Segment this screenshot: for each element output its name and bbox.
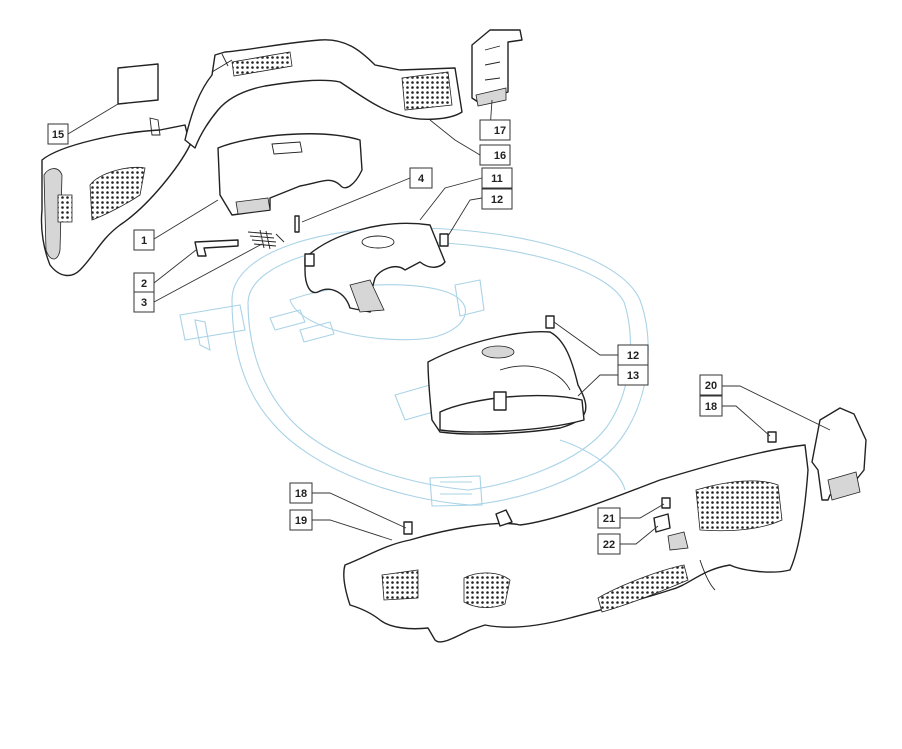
- callout-12-lower: 12: [617, 344, 649, 366]
- part-12-screw-lower: [545, 315, 555, 329]
- callout-17: 17: [479, 119, 511, 141]
- part-3-spring: [247, 229, 285, 250]
- callout-15: 15: [47, 123, 69, 145]
- svg-text:18: 18: [295, 488, 307, 500]
- part-19-front-housing: [343, 444, 809, 643]
- svg-text:21: 21: [603, 513, 615, 525]
- svg-text:19: 19: [295, 515, 307, 527]
- callout-4: 4: [409, 167, 433, 189]
- callout-1: 1: [133, 229, 155, 251]
- leader-lines: [67, 99, 831, 545]
- part-21-screw: [661, 497, 671, 509]
- part-15-rear-left-housing: [40, 117, 191, 277]
- callout-19: 19: [289, 509, 313, 531]
- svg-text:16: 16: [494, 150, 506, 162]
- part-18-screw-right: [767, 431, 777, 443]
- part-22-nut: [653, 513, 671, 533]
- svg-text:17: 17: [494, 125, 506, 137]
- callout-2: 2: [133, 272, 155, 294]
- callout-16: 16: [479, 144, 511, 166]
- svg-text:4: 4: [418, 173, 425, 185]
- part-13-motor-cover: [427, 331, 587, 435]
- part-17-bracket: [471, 29, 523, 107]
- callout-11: 11: [481, 167, 513, 189]
- part-12-screw-upper: [304, 233, 449, 267]
- part-1-flap: [217, 133, 363, 216]
- callout-20: 20: [699, 374, 723, 396]
- callout-22: 22: [597, 533, 621, 555]
- svg-text:11: 11: [491, 173, 503, 185]
- svg-text:12: 12: [491, 194, 503, 206]
- callout-12-upper: 12: [481, 188, 513, 210]
- callout-13: 13: [617, 364, 649, 386]
- part-15-flat-label: [117, 63, 159, 105]
- svg-text:15: 15: [52, 129, 64, 141]
- mower-deck-outline: [179, 227, 649, 507]
- part-18-screw-left: [403, 521, 413, 535]
- callout-18-left: 18: [289, 482, 313, 504]
- svg-text:22: 22: [603, 539, 615, 551]
- svg-text:18: 18: [705, 401, 717, 413]
- svg-text:1: 1: [141, 235, 147, 247]
- part-20-side-clip: [811, 407, 867, 501]
- svg-text:12: 12: [627, 350, 639, 362]
- callout-18-right: 18: [699, 395, 723, 417]
- svg-text:2: 2: [141, 278, 147, 290]
- svg-text:20: 20: [705, 380, 717, 392]
- part-4-pin: [294, 215, 300, 233]
- callout-21: 21: [597, 507, 621, 529]
- svg-text:13: 13: [627, 370, 639, 382]
- part-11-chute-cover: [304, 222, 446, 313]
- callout-3: 3: [133, 291, 155, 313]
- svg-text:3: 3: [141, 297, 147, 309]
- part-16-upper-rail: [184, 39, 463, 149]
- part-2-rod: [194, 239, 239, 257]
